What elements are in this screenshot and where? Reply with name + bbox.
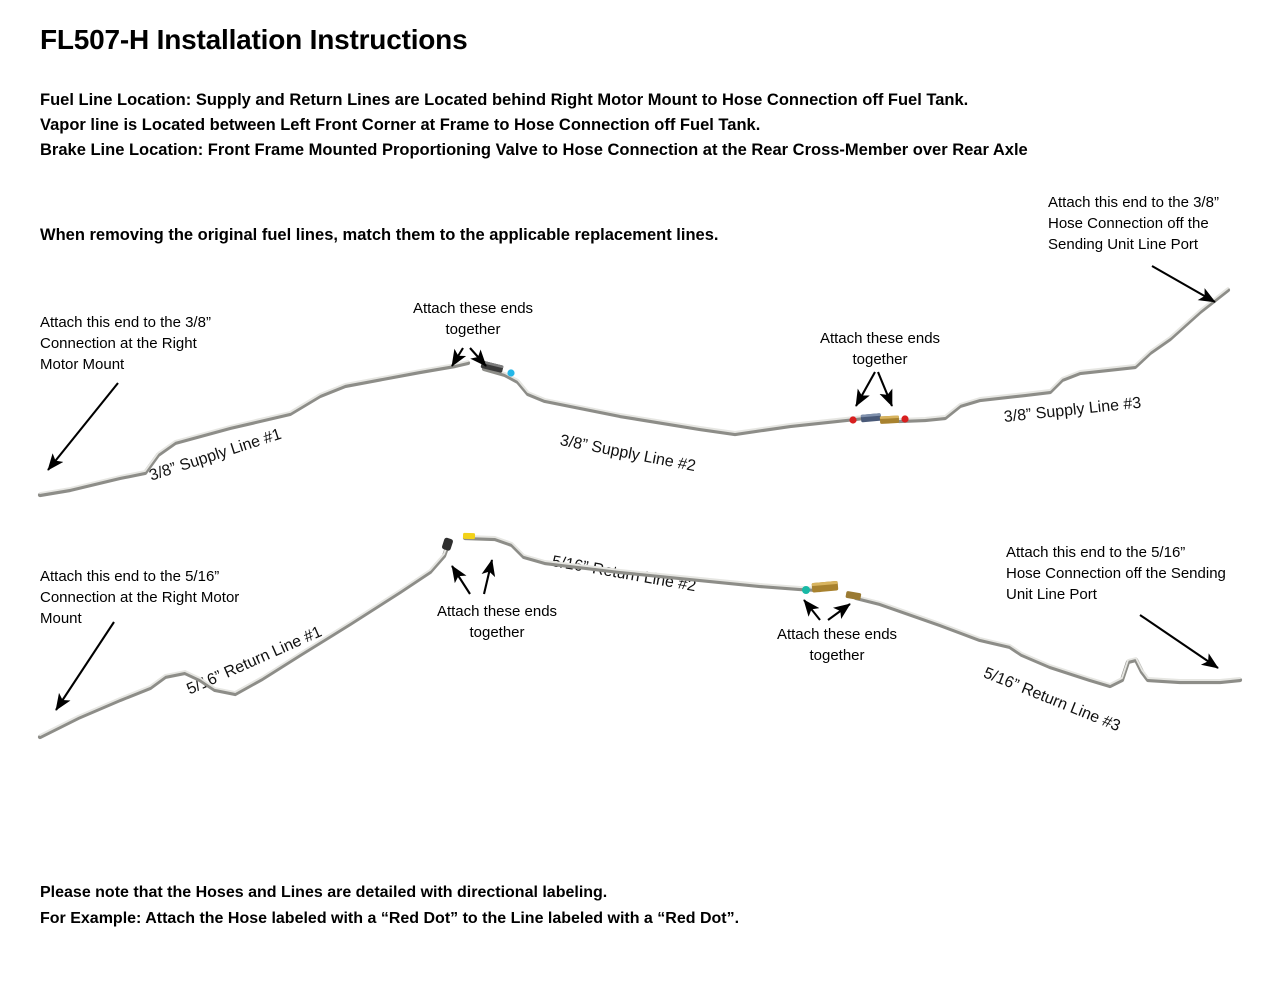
arrow-supply-left-end bbox=[47, 382, 119, 471]
label-supply-line-1: 3/8” Supply Line #1 bbox=[147, 425, 284, 485]
callout-return-left-end-line-2: Connection at the Right Motor bbox=[40, 589, 240, 606]
intro-line-2: Vapor line is Located between Left Front… bbox=[40, 116, 761, 134]
callout-return-right-end: Attach this end to the 5/16” Hose Connec… bbox=[1006, 542, 1226, 605]
callout-return-joint-1-line-2: together bbox=[469, 624, 525, 641]
footer-line-2: For Example: Attach the Hose labeled wit… bbox=[40, 910, 740, 927]
arrow-supply-joint-1-b bbox=[469, 347, 487, 367]
callout-supply-left-end-line-1: Attach this end to the 3/8” bbox=[40, 314, 211, 331]
return-line-1-end-fitting bbox=[441, 537, 453, 551]
callout-return-left-end-line-1: Attach this end to the 5/16” bbox=[40, 568, 220, 585]
intro-paragraph: Fuel Line Location: Supply and Return Li… bbox=[40, 88, 1220, 163]
callout-supply-joint-1-line-1: Attach these ends bbox=[412, 300, 534, 317]
arrow-supply-joint-1-a bbox=[451, 347, 467, 367]
callout-return-right-end-line-1: Attach this end to the 5/16” bbox=[1006, 544, 1186, 561]
callout-return-joint-2: Attach these ends together bbox=[762, 624, 912, 666]
callout-supply-left-end: Attach this end to the 3/8” Connection a… bbox=[40, 312, 211, 375]
callout-supply-joint-2-line-1: Attach these ends bbox=[819, 330, 941, 347]
return-line-3-start-fitting bbox=[845, 591, 862, 601]
callout-supply-joint-1: Attach these ends together bbox=[398, 298, 548, 340]
callout-return-joint-2-line-2: together bbox=[809, 647, 865, 664]
arrow-return-joint-2-b bbox=[827, 603, 851, 621]
label-return-line-2: 5/16” Return Line #2 bbox=[550, 553, 698, 596]
callout-return-left-end: Attach this end to the 5/16” Connection … bbox=[40, 566, 239, 629]
supply-joint-2-right-fitting bbox=[879, 415, 909, 424]
supply-joint-1-fitting bbox=[480, 360, 515, 377]
return-joint-2-fitting bbox=[802, 580, 839, 594]
intro-line-3: Brake Line Location: Front Frame Mounted… bbox=[40, 141, 1028, 159]
supply-joint-2-left-fitting bbox=[849, 413, 882, 424]
callout-return-left-end-line-3: Mount bbox=[40, 610, 82, 627]
callout-supply-right-end: Attach this end to the 3/8” Hose Connect… bbox=[1048, 192, 1219, 255]
footer-line-1: Please note that the Hoses and Lines are… bbox=[40, 884, 608, 901]
callout-supply-right-end-line-2: Hose Connection off the bbox=[1048, 215, 1209, 232]
callout-supply-right-end-line-1: Attach this end to the 3/8” bbox=[1048, 194, 1219, 211]
callout-supply-left-end-line-2: Connection at the Right bbox=[40, 335, 197, 352]
arrow-return-joint-2-a bbox=[803, 599, 821, 621]
arrow-supply-joint-2-b bbox=[877, 371, 893, 407]
yellow-dot-icon bbox=[462, 532, 476, 540]
label-return-line-3: 5/16” Return Line #3 bbox=[981, 664, 1123, 736]
callout-supply-joint-2-line-2: together bbox=[852, 351, 908, 368]
callout-return-right-end-line-2: Hose Connection off the Sending bbox=[1006, 565, 1226, 582]
callout-supply-joint-2: Attach these ends together bbox=[806, 328, 954, 370]
label-supply-line-2: 3/8” Supply Line #2 bbox=[558, 432, 698, 476]
callout-supply-right-end-line-3: Sending Unit Line Port bbox=[1048, 236, 1199, 253]
supply-line-1-tube bbox=[37, 360, 471, 498]
intro-line-1: Fuel Line Location: Supply and Return Li… bbox=[40, 91, 969, 109]
callout-supply-left-end-line-3: Motor Mount bbox=[40, 356, 125, 373]
arrow-return-right-end bbox=[1139, 614, 1219, 669]
red-dot-icon bbox=[901, 415, 909, 423]
label-supply-line-3: 3/8” Supply Line #3 bbox=[1003, 394, 1142, 426]
callout-return-joint-1-line-1: Attach these ends bbox=[436, 603, 558, 620]
callout-supply-joint-1-line-2: together bbox=[445, 321, 501, 338]
callout-return-right-end-line-3: Unit Line Port bbox=[1006, 586, 1097, 603]
callout-return-joint-1: Attach these ends together bbox=[422, 601, 572, 643]
arrow-supply-joint-2-a bbox=[855, 371, 876, 407]
footer-note: Please note that the Hoses and Lines are… bbox=[40, 880, 739, 932]
label-return-line-1: 5/16” Return Line #1 bbox=[184, 623, 325, 699]
arrow-return-joint-1-a bbox=[451, 565, 471, 595]
arrow-return-joint-1-b bbox=[481, 559, 496, 595]
supply-line-2-tube bbox=[481, 366, 875, 437]
callout-return-joint-2-line-1: Attach these ends bbox=[776, 626, 898, 643]
teal-dot-icon bbox=[802, 586, 810, 594]
red-dot-icon bbox=[849, 416, 857, 424]
match-lines-note: When removing the original fuel lines, m… bbox=[40, 226, 719, 244]
arrow-supply-right-end bbox=[1151, 265, 1216, 303]
page-title: FL507-H Installation Instructions bbox=[40, 24, 468, 55]
arrow-return-left-end bbox=[55, 621, 115, 711]
blue-dot-icon bbox=[507, 369, 515, 377]
